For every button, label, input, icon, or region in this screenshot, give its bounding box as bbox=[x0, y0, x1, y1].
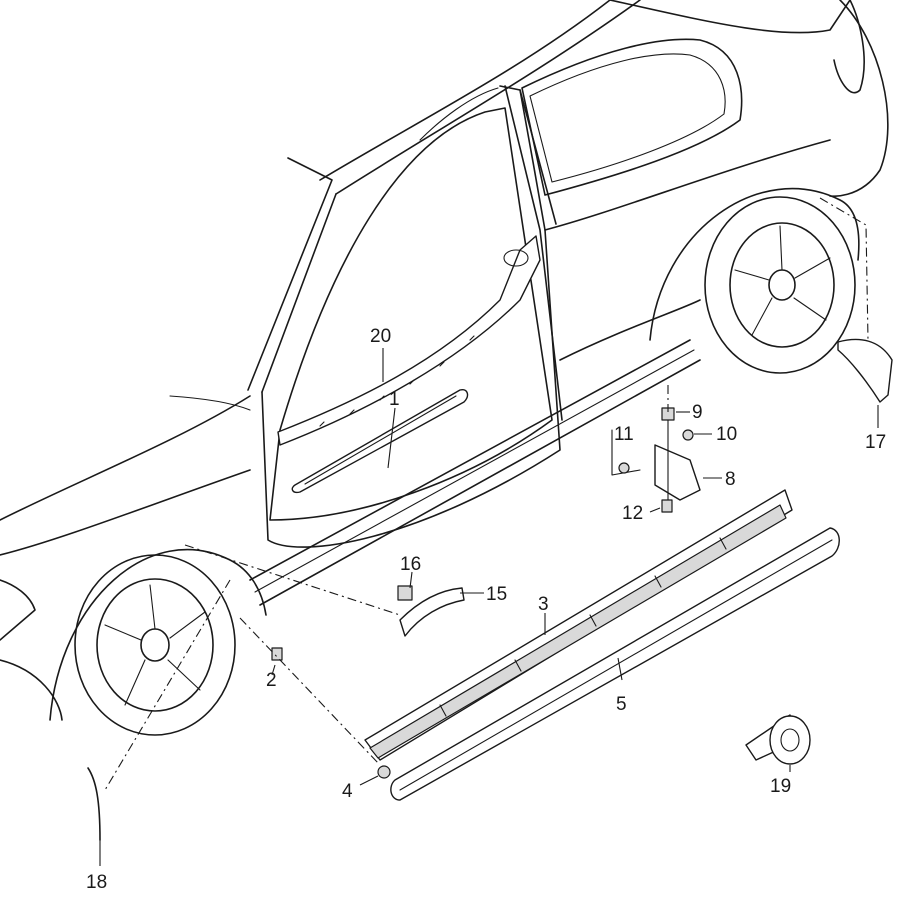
callout-12: 12 bbox=[622, 503, 643, 524]
roof-line bbox=[319, 0, 611, 181]
hood-line bbox=[0, 395, 251, 521]
tape-roll-inner bbox=[780, 728, 800, 752]
sill-cover-clips bbox=[439, 537, 727, 717]
side-skirt bbox=[390, 527, 840, 801]
callout-11: 11 bbox=[614, 424, 634, 445]
part-4-screw bbox=[377, 765, 391, 779]
part-2-clip bbox=[271, 647, 283, 661]
part-8-bracket bbox=[611, 407, 701, 513]
rear-spokes bbox=[734, 225, 831, 336]
rear-wheel-arch bbox=[649, 188, 860, 341]
leader-1 bbox=[387, 407, 396, 469]
dash-17 bbox=[819, 197, 869, 341]
callout-5: 5 bbox=[616, 694, 627, 715]
a-pillar bbox=[247, 157, 333, 391]
dash-2-4 bbox=[239, 617, 381, 766]
part-5-side-skirt bbox=[390, 527, 840, 801]
part-1-sill-trim bbox=[291, 388, 469, 494]
part-17-mud-flap bbox=[837, 338, 893, 403]
front-bumper bbox=[0, 579, 36, 641]
front-fender bbox=[0, 469, 251, 556]
sill-mid bbox=[254, 349, 695, 593]
rear-window bbox=[521, 38, 743, 196]
door-trim-holes bbox=[319, 335, 475, 427]
b-pillar bbox=[504, 85, 563, 421]
callout-18: 18 bbox=[86, 872, 107, 893]
tape-roll-outer bbox=[769, 715, 811, 765]
front-lower bbox=[0, 659, 63, 721]
callout-2: 2 bbox=[266, 670, 277, 691]
assembly-lines bbox=[104, 197, 869, 791]
door-window-frame bbox=[419, 87, 499, 141]
front-tyre bbox=[74, 554, 236, 736]
roof-inner-line bbox=[335, 0, 641, 195]
door-trim-speaker bbox=[503, 249, 529, 267]
callout-16: 16 bbox=[400, 554, 421, 575]
leader-16 bbox=[409, 571, 413, 589]
callout-9: 9 bbox=[692, 402, 703, 423]
door-trim-strip bbox=[277, 235, 541, 446]
callout-8: 8 bbox=[725, 469, 736, 490]
a-pillar-inner bbox=[261, 193, 337, 393]
leader-lines bbox=[99, 348, 879, 866]
front-wheel-arch bbox=[49, 548, 267, 721]
rear-deck bbox=[829, 0, 889, 197]
leader-4 bbox=[359, 775, 379, 786]
callout-19: 19 bbox=[770, 776, 791, 797]
callout-20: 20 bbox=[370, 326, 391, 347]
callout-3: 3 bbox=[538, 594, 549, 615]
front-spokes bbox=[104, 584, 206, 706]
part-20-door-trim bbox=[277, 235, 541, 446]
side-skirt-line bbox=[399, 539, 833, 791]
rear-wheel bbox=[704, 196, 856, 374]
rear-tyre bbox=[704, 196, 856, 374]
rear-hub bbox=[768, 269, 796, 301]
front-hub bbox=[140, 628, 170, 662]
nut-11 bbox=[618, 462, 630, 474]
dash-18 bbox=[104, 579, 231, 791]
part-19-tape-roll bbox=[745, 714, 811, 765]
front-rim bbox=[96, 578, 214, 712]
callout-4: 4 bbox=[342, 781, 353, 802]
callout-10: 10 bbox=[716, 424, 737, 445]
callout-labels: 20 1 9 10 11 17 8 12 16 15 3 2 5 4 19 18 bbox=[86, 326, 886, 893]
part-15-cover bbox=[397, 585, 465, 637]
sill-trim-inner bbox=[304, 395, 457, 485]
cover-piece bbox=[399, 587, 465, 637]
body-crease bbox=[559, 299, 701, 361]
cowl-line bbox=[169, 395, 251, 411]
sill-cover-channel bbox=[369, 504, 787, 759]
dash-15 bbox=[184, 544, 401, 616]
screw-10 bbox=[682, 429, 694, 441]
rear-rim bbox=[729, 222, 835, 348]
leader-5 bbox=[617, 657, 623, 681]
b-pillar-inner bbox=[519, 89, 557, 225]
rear-window-inner bbox=[529, 53, 726, 183]
rear-quarter bbox=[544, 139, 831, 231]
callout-1: 1 bbox=[389, 389, 400, 410]
door-outline bbox=[261, 85, 561, 548]
bracket-bolt-lines bbox=[611, 419, 669, 501]
part-18-strip bbox=[87, 767, 101, 841]
door-frame bbox=[269, 107, 553, 521]
leader-12 bbox=[649, 507, 661, 513]
leader-2 bbox=[271, 664, 276, 676]
rear-roof bbox=[609, 0, 851, 34]
clip-16 bbox=[397, 585, 413, 601]
part-3-sill-cover bbox=[364, 489, 793, 761]
car-body bbox=[0, 0, 889, 721]
sill-lower bbox=[259, 359, 701, 606]
front-wheel bbox=[74, 554, 236, 736]
bracket-body bbox=[654, 444, 701, 501]
screw-12 bbox=[661, 499, 673, 513]
sill-upper bbox=[249, 339, 691, 581]
callout-15: 15 bbox=[486, 584, 507, 605]
callout-17: 17 bbox=[865, 432, 886, 453]
tail-light bbox=[833, 0, 865, 94]
